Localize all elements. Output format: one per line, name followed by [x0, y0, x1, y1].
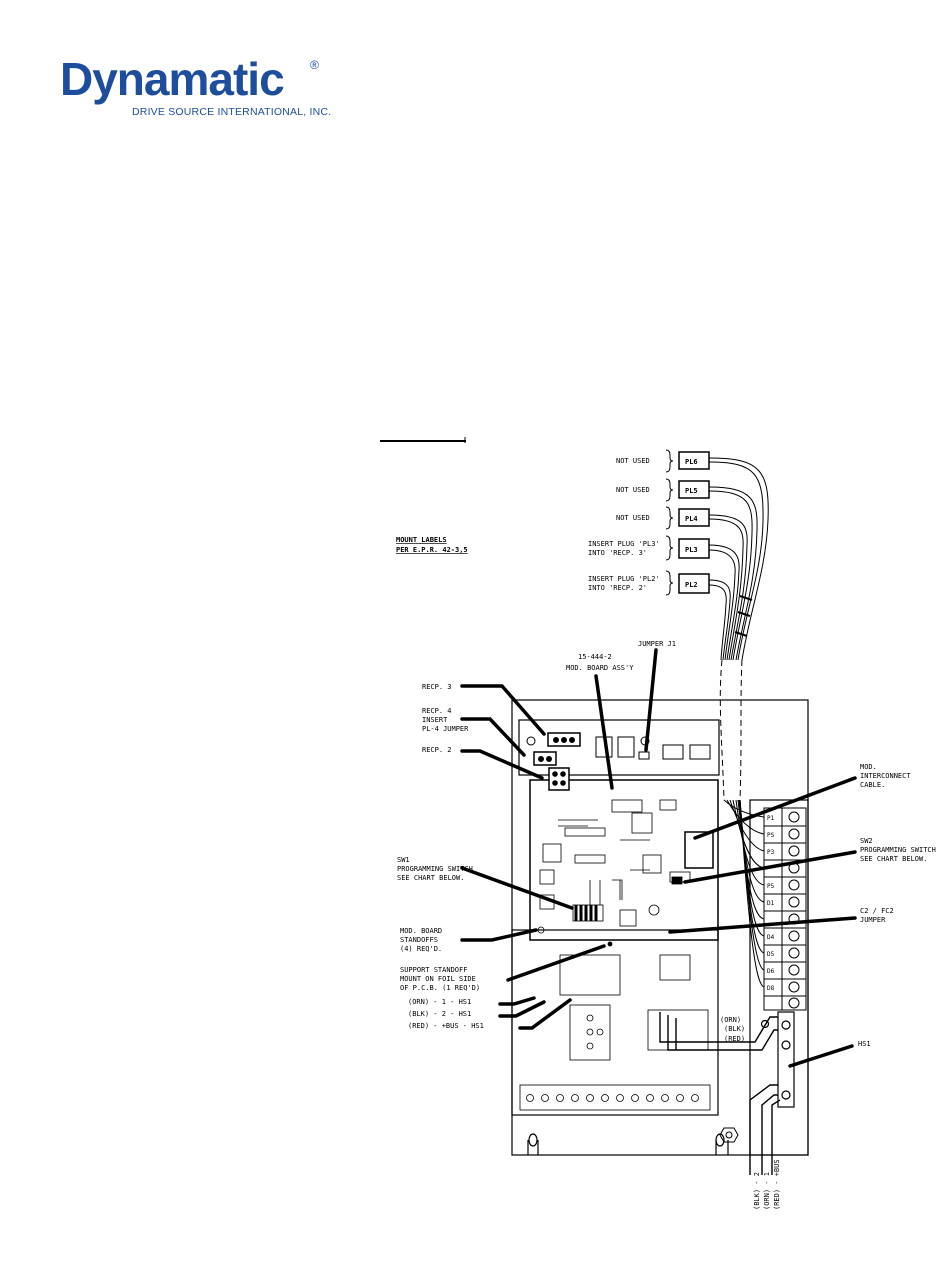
wire-ties	[734, 595, 753, 637]
mod-board-part-label: 15-444-2	[578, 653, 612, 661]
plug-pl2: PL2	[678, 573, 710, 594]
terminal-d8: D8	[767, 985, 775, 992]
wire-blk-label: (BLK) - 2 - HS1	[408, 1010, 471, 1018]
pl6-label: PL6	[685, 458, 698, 466]
logo-subtitle: DRIVE SOURCE INTERNATIONAL, INC.	[132, 106, 332, 118]
plug-pl3: PL3	[678, 538, 710, 559]
standoffs-label-3: (4) REQ'D.	[400, 945, 442, 953]
plug-braces	[665, 449, 674, 596]
c2-label-2: JUMPER	[860, 916, 886, 924]
support-label-3: OF P.C.B. (1 REQ'D)	[400, 984, 480, 992]
terminal-p3: P3	[767, 849, 775, 856]
hs1-block	[760, 1011, 795, 1108]
mod-board-label: MOD. BOARD ASS'Y	[566, 664, 634, 672]
recp2-label: RECP. 2	[422, 746, 452, 754]
pl3-label: PL3	[685, 546, 698, 554]
board-components	[537, 799, 714, 1061]
bottom-blk-label: (BLK) - 2	[753, 1172, 761, 1210]
mounting-block	[518, 719, 720, 776]
hs-red-label: (RED)	[724, 1035, 745, 1043]
c2-label-1: C2 / FC2	[860, 907, 894, 915]
lower-board	[511, 929, 719, 1116]
plug-pl6: PL6	[678, 451, 710, 470]
logo-wordmark: Dynamatic	[60, 53, 285, 105]
interconnect-label-3: CABLE.	[860, 781, 885, 789]
harness-wires	[723, 799, 765, 988]
leader-lines	[460, 648, 857, 1068]
wire-red-label: (RED) - +BUS - HS1	[408, 1022, 484, 1030]
pl2-label: PL2	[685, 581, 698, 589]
registered-mark: ®	[310, 58, 319, 72]
terminal-strip	[763, 807, 807, 1011]
support-label-2: MOUNT ON FOIL SIDE	[400, 975, 476, 983]
plug-pl4: PL4	[678, 508, 710, 527]
terminal-d5: D5	[767, 951, 775, 958]
interconnect-label-2: INTERCONNECT	[860, 772, 911, 780]
recp4-label-1: RECP. 4	[422, 707, 452, 715]
pl6-note: NOT USED	[616, 457, 650, 465]
pl3-note-line1: INSERT PLUG 'PL3'	[588, 540, 660, 548]
bottom-red-label: (RED) - +BUS	[773, 1159, 781, 1210]
pl4-label: PL4	[685, 515, 698, 523]
terminal-d4: D4	[767, 934, 775, 941]
wire-orn-label: (ORN) - 1 - HS1	[408, 998, 471, 1006]
hs1-wires	[659, 1012, 781, 1175]
plug-pl5: PL5	[678, 480, 710, 499]
mod-board	[529, 779, 719, 941]
hs1-label: HS1	[858, 1040, 871, 1048]
pl2-note-line1: INSERT PLUG 'PL2'	[588, 575, 660, 583]
lower-terminal-row	[519, 1084, 711, 1111]
terminal-p5: P5	[767, 883, 775, 890]
mounting-nut	[719, 1127, 739, 1143]
sw1-label-1: SW1	[397, 856, 410, 864]
terminal-p1: P1	[767, 815, 775, 822]
plug-wires	[708, 457, 769, 661]
jumper-j1-label: JUMPER J1	[638, 640, 676, 648]
sw2-label-2: PROGRAMMING SWITCH	[860, 846, 936, 854]
mount-labels-line1: MOUNT LABELS	[396, 536, 447, 544]
sw1-label-2: PROGRAMMING SWITCH	[397, 865, 473, 873]
terminal-d6: D6	[767, 968, 775, 975]
interconnect-cable	[719, 659, 743, 801]
recp4-label-2: INSERT	[422, 716, 448, 724]
pl2-note-line2: INTO 'RECP. 2'	[588, 584, 647, 592]
dynamatic-logo: Dynamatic ® DRIVE SOURCE INTERNATIONAL, …	[60, 53, 332, 118]
pl3-note-line2: INTO 'RECP. 3'	[588, 549, 647, 557]
support-label-1: SUPPORT STANDOFF	[400, 966, 467, 974]
recp3-label: RECP. 3	[422, 683, 452, 691]
sw2-label-1: SW2	[860, 837, 873, 845]
sw2-label-3: SEE CHART BELOW.	[860, 855, 927, 863]
hs-blk-label: (BLK)	[724, 1025, 745, 1033]
hs-orn-label: (ORN)	[720, 1016, 741, 1024]
recp2-connector	[548, 767, 570, 791]
recp3-connector	[547, 732, 581, 747]
bottom-orn-label: (ORN) - 1	[763, 1172, 771, 1210]
pl5-label: PL5	[685, 487, 698, 495]
pl4-note: NOT USED	[616, 514, 650, 522]
standoffs-label-1: MOD. BOARD	[400, 927, 442, 935]
terminal-panel	[749, 799, 809, 1156]
recp4-label-3: PL-4 JUMPER	[422, 725, 469, 733]
pl5-note: NOT USED	[616, 486, 650, 494]
standoffs-label-2: STANDOFFS	[400, 936, 438, 944]
mount-labels-line2: PER E.P.R. 42-3,5	[396, 546, 468, 554]
recp4-connector	[533, 751, 557, 766]
terminal-ps: PS	[767, 832, 775, 839]
interconnect-label-1: MOD.	[860, 763, 877, 771]
jumper-j1-part	[638, 751, 650, 760]
terminal-d1: D1	[767, 900, 775, 907]
sw1-label-3: SEE CHART BELOW.	[397, 874, 464, 882]
